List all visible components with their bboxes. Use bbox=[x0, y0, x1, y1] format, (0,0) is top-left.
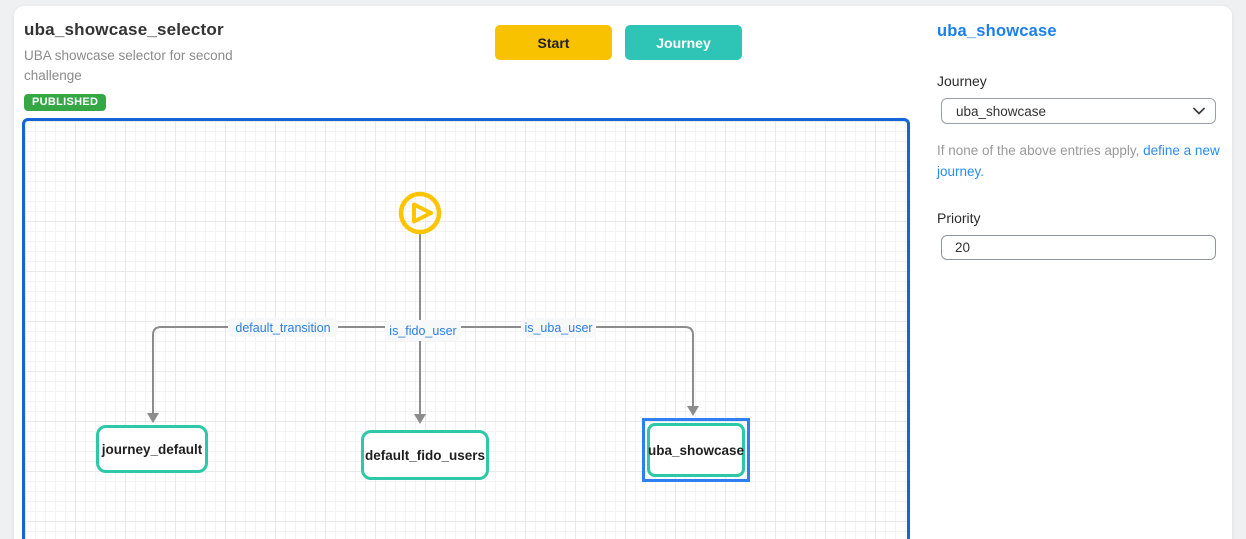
status-badge: PUBLISHED bbox=[24, 94, 107, 111]
start-button[interactable]: Start bbox=[495, 25, 612, 60]
node-default-fido-users[interactable]: default_fido_users bbox=[361, 430, 489, 480]
priority-field-label: Priority bbox=[937, 210, 981, 226]
flow-canvas[interactable]: default_transition is_fido_user is_uba_u… bbox=[22, 118, 910, 539]
arrowhead-right bbox=[687, 406, 699, 416]
journey-select-value: uba_showcase bbox=[956, 103, 1047, 119]
selector-card: uba_showcase_selector UBA showcase selec… bbox=[14, 6, 1232, 539]
node-journey-default[interactable]: journey_default bbox=[96, 425, 208, 473]
chevron-down-icon bbox=[1193, 107, 1205, 115]
panel-title: uba_showcase bbox=[937, 22, 1057, 40]
edge-label-default-transition[interactable]: default_transition bbox=[228, 318, 338, 337]
node-selection-box: uba_showcase bbox=[642, 418, 750, 482]
play-icon[interactable] bbox=[398, 191, 442, 235]
page-title: uba_showcase_selector bbox=[24, 20, 224, 39]
define-new-journey-link[interactable]: define a new journey. bbox=[937, 143, 1220, 179]
priority-input[interactable] bbox=[941, 235, 1216, 260]
arrowhead-left bbox=[147, 413, 159, 423]
helper-prefix: If none of the above entries apply, bbox=[937, 143, 1144, 158]
journey-select[interactable]: uba_showcase bbox=[941, 98, 1216, 124]
arrowhead-middle bbox=[414, 414, 426, 424]
page-subtitle: UBA showcase selector for second challen… bbox=[24, 48, 233, 83]
edge-label-is-uba-user[interactable]: is_uba_user bbox=[521, 318, 596, 338]
header-info: uba_showcase_selector UBA showcase selec… bbox=[24, 20, 274, 111]
header-buttons: Start Journey bbox=[495, 25, 742, 60]
helper-text: If none of the above entries apply, defi… bbox=[937, 140, 1222, 182]
edge-label-is-fido-user[interactable]: is_fido_user bbox=[385, 320, 461, 341]
journey-button[interactable]: Journey bbox=[625, 25, 742, 60]
node-uba-showcase[interactable]: uba_showcase bbox=[647, 423, 745, 477]
config-panel: uba_showcase Journey uba_showcase If non… bbox=[937, 22, 1232, 260]
journey-field-label: Journey bbox=[937, 73, 987, 89]
